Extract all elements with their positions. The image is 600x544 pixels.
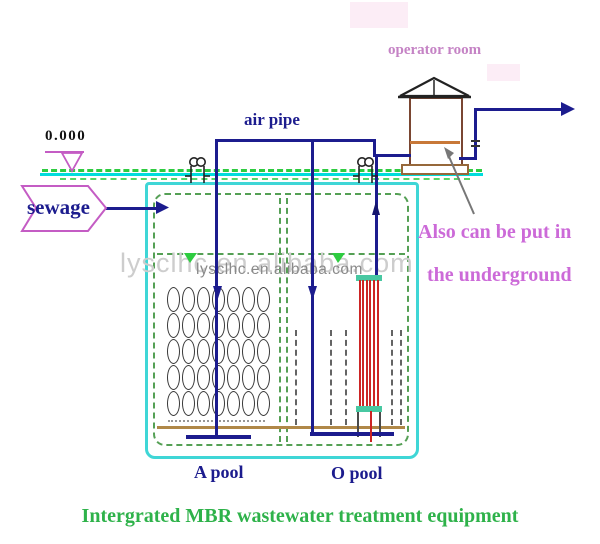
valve-tick-2 [471,145,480,147]
drop-a-arrowhead [213,286,222,300]
a-pool-label: A pool [194,462,244,482]
media-ellipse [197,339,210,364]
grass-hatch-upper [42,169,482,172]
membrane-fiber [376,280,379,407]
annotation-line2: the underground [427,264,572,286]
annotation-line1: Also can be put in [418,221,572,243]
grass-hatch-lower [60,178,470,180]
media-ellipse [257,313,270,338]
tank-floor-line [157,426,405,429]
pool-partition-left [279,198,281,442]
leader-arrowhead [444,147,454,159]
media-ellipse [257,339,270,364]
permeate-pipe [375,156,378,277]
aeration-bubble-column [295,330,297,425]
membrane-cap-top [356,275,382,281]
aeration-bubble-column [400,330,402,425]
media-ellipse [227,365,240,390]
diffuser-header-a [186,435,251,439]
media-ellipse [167,287,180,312]
media-ellipse [227,339,240,364]
media-ellipse [197,287,210,312]
aeration-bubble-column [345,330,347,425]
media-ellipse [227,313,240,338]
media-ellipse [182,339,195,364]
water-mark-triangle-a [184,253,197,263]
membrane-leg-right [379,411,381,437]
media-ellipse [167,391,180,416]
effluent-pipe-riser [474,108,477,160]
watermark-large: lysclhc.en.alibaba.com [120,248,414,278]
operator-room-label: operator room [388,42,482,58]
media-ellipse [197,313,210,338]
media-ellipse [257,287,270,312]
aeration-bubble-column [330,330,332,425]
operator-room-house [409,97,463,169]
permeate-arrowhead [372,201,380,215]
media-ellipse [227,391,240,416]
membrane-fiber [372,280,375,407]
ground-line [40,172,483,176]
air-pipe-label: air pipe [244,110,300,129]
house-mid-line [410,141,460,144]
media-ellipse [242,391,255,416]
media-ellipse [242,313,255,338]
membrane-drain-line [370,411,372,442]
media-ellipse [182,287,195,312]
pink-smudge-top [350,2,408,28]
diagram-title: Intergrated MBR wastewater treatment equ… [81,505,519,527]
sewage-label: sewage [27,195,90,219]
membrane-cap-bottom [356,406,382,412]
effluent-pipe-outlet [474,107,563,111]
aeration-bubble-column [391,330,393,425]
effluent-pipe-lower [459,156,477,160]
drop-o-arrowhead [308,286,317,300]
valve-tick-1 [471,140,480,142]
media-ellipse [227,287,240,312]
media-ellipse [197,391,210,416]
pool-partition-right [286,198,288,442]
media-ellipse [257,391,270,416]
media-ellipse [242,365,255,390]
water-mark-triangle-o [332,253,345,263]
media-ellipse [167,339,180,364]
house-base-plinth [401,164,469,175]
membrane-fiber [362,280,365,407]
media-ellipse [197,365,210,390]
sewage-arrowhead [156,201,169,214]
effluent-arrowhead [561,102,575,116]
sewage-inlet-pipe [103,206,158,210]
media-ellipse [242,287,255,312]
media-ellipse [257,365,270,390]
media-ellipse [182,313,195,338]
vent-left-icon [185,157,210,183]
media-ellipse [182,391,195,416]
media-ellipse [167,365,180,390]
house-inlet-pipe [373,154,411,157]
water-level-line [157,253,405,255]
membrane-fiber [358,280,361,407]
leader-line [446,151,475,215]
air-pipe-main [215,139,376,142]
media-ellipse [182,365,195,390]
sewage-banner [20,185,108,232]
watermark-small: lysclhc.en.alibaba.com [196,261,363,278]
air-pipe-elbow [373,139,376,157]
media-ellipse [242,339,255,364]
diffuser-header-o [310,432,394,436]
membrane-fiber [369,280,372,407]
membrane-fiber [365,280,368,407]
ground-level-label: 0.000 [45,128,87,144]
vent-right-icon [353,157,378,183]
pink-smudge-right [487,64,520,81]
membrane-leg-left [357,411,359,437]
media-ellipse [167,313,180,338]
tank-inner-wall [153,193,409,446]
o-pool-label: O pool [331,463,383,483]
level-marker-triangle [60,152,84,173]
